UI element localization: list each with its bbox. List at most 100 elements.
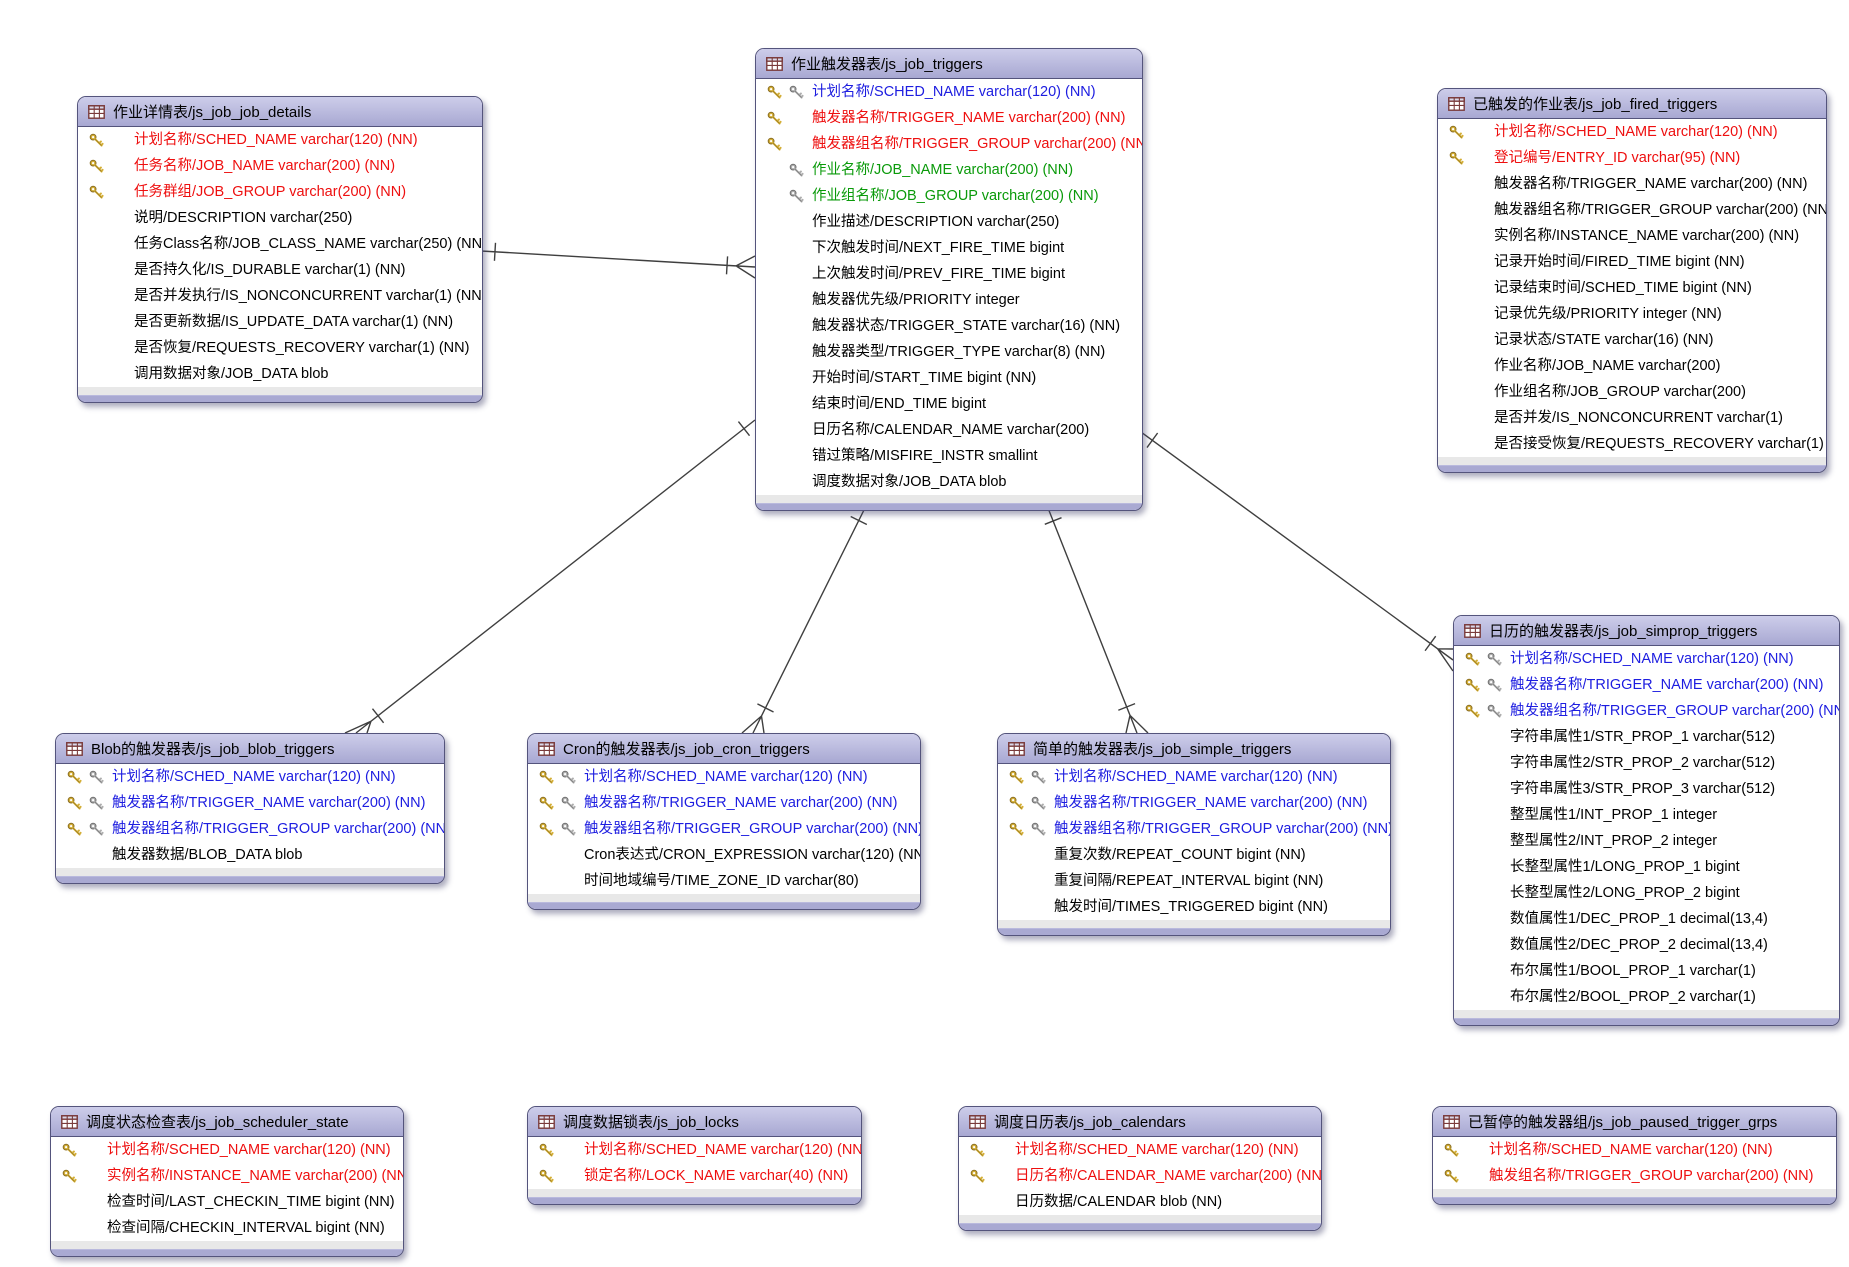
entity-table-js_job_simprop_triggers[interactable]: 日历的触发器表/js_job_simprop_triggers 计划名称/SCH… <box>1453 615 1840 1026</box>
table-field-row[interactable]: 记录结束时间/SCHED_TIME bigint (NN) <box>1438 275 1826 301</box>
table-field-row[interactable]: 作业描述/DESCRIPTION varchar(250) <box>756 209 1142 235</box>
table-field-row[interactable]: 作业名称/JOB_NAME varchar(200) (NN) <box>756 157 1142 183</box>
entity-table-js_job_simple_triggers[interactable]: 简单的触发器表/js_job_simple_triggers 计划名称/SCHE… <box>997 733 1391 936</box>
table-field-row[interactable]: 登记编号/ENTRY_ID varchar(95) (NN) <box>1438 145 1826 171</box>
table-field-row[interactable]: 布尔属性1/BOOL_PROP_1 varchar(1) <box>1454 958 1839 984</box>
entity-table-header[interactable]: 调度数据锁表/js_job_locks <box>528 1107 861 1137</box>
table-field-row[interactable]: 上次触发时间/PREV_FIRE_TIME bigint <box>756 261 1142 287</box>
entity-table-header[interactable]: 已触发的作业表/js_job_fired_triggers <box>1438 89 1826 119</box>
table-field-row[interactable]: 是否持久化/IS_DURABLE varchar(1) (NN) <box>78 257 482 283</box>
table-field-row[interactable]: 计划名称/SCHED_NAME varchar(120) (NN) <box>1454 646 1839 672</box>
table-field-row[interactable]: 触发器名称/TRIGGER_NAME varchar(200) (NN) <box>998 790 1390 816</box>
entity-table-js_job_fired_triggers[interactable]: 已触发的作业表/js_job_fired_triggers 计划名称/SCHED… <box>1437 88 1827 473</box>
table-field-row[interactable]: 触发器组名称/TRIGGER_GROUP varchar(200) (NN) <box>1454 698 1839 724</box>
table-field-row[interactable]: 调度数据对象/JOB_DATA blob <box>756 469 1142 495</box>
table-field-row[interactable]: 触发器名称/TRIGGER_NAME varchar(200) (NN) <box>756 105 1142 131</box>
table-field-row[interactable]: 计划名称/SCHED_NAME varchar(120) (NN) <box>78 127 482 153</box>
entity-table-header[interactable]: 日历的触发器表/js_job_simprop_triggers <box>1454 616 1839 646</box>
table-field-row[interactable]: 任务群组/JOB_GROUP varchar(200) (NN) <box>78 179 482 205</box>
table-field-row[interactable]: 触发器类型/TRIGGER_TYPE varchar(8) (NN) <box>756 339 1142 365</box>
table-field-row[interactable]: 是否并发/IS_NONCONCURRENT varchar(1) <box>1438 405 1826 431</box>
entity-table-header[interactable]: 已暂停的触发器组/js_job_paused_trigger_grps <box>1433 1107 1836 1137</box>
table-field-row[interactable]: 日历名称/CALENDAR_NAME varchar(200) (NN) <box>959 1163 1321 1189</box>
entity-table-js_job_triggers[interactable]: 作业触发器表/js_job_triggers 计划名称/SCHED_NAME v… <box>755 48 1143 511</box>
table-field-row[interactable]: 触发器状态/TRIGGER_STATE varchar(16) (NN) <box>756 313 1142 339</box>
table-field-row[interactable]: 调用数据对象/JOB_DATA blob <box>78 361 482 387</box>
table-field-row[interactable]: 时间地域编号/TIME_ZONE_ID varchar(80) <box>528 868 920 894</box>
table-field-row[interactable]: 说明/DESCRIPTION varchar(250) <box>78 205 482 231</box>
table-field-row[interactable]: 字符串属性3/STR_PROP_3 varchar(512) <box>1454 776 1839 802</box>
entity-table-header[interactable]: Blob的触发器表/js_job_blob_triggers <box>56 734 444 764</box>
entity-table-js_job_cron_triggers[interactable]: Cron的触发器表/js_job_cron_triggers 计划名称/SCHE… <box>527 733 921 910</box>
table-field-row[interactable]: 数值属性1/DEC_PROP_1 decimal(13,4) <box>1454 906 1839 932</box>
table-field-row[interactable]: 计划名称/SCHED_NAME varchar(120) (NN) <box>1433 1137 1836 1163</box>
table-field-row[interactable]: 记录开始时间/FIRED_TIME bigint (NN) <box>1438 249 1826 275</box>
table-field-row[interactable]: 数值属性2/DEC_PROP_2 decimal(13,4) <box>1454 932 1839 958</box>
entity-table-header[interactable]: 调度状态检查表/js_job_scheduler_state <box>51 1107 403 1137</box>
table-field-row[interactable]: 触发时间/TIMES_TRIGGERED bigint (NN) <box>998 894 1390 920</box>
table-field-row[interactable]: 检查时间/LAST_CHECKIN_TIME bigint (NN) <box>51 1189 403 1215</box>
entity-table-js_job_blob_triggers[interactable]: Blob的触发器表/js_job_blob_triggers 计划名称/SCHE… <box>55 733 445 884</box>
table-field-row[interactable]: 计划名称/SCHED_NAME varchar(120) (NN) <box>959 1137 1321 1163</box>
entity-table-header[interactable]: Cron的触发器表/js_job_cron_triggers <box>528 734 920 764</box>
table-field-row[interactable]: 锁定名称/LOCK_NAME varchar(40) (NN) <box>528 1163 861 1189</box>
table-field-row[interactable]: 作业组名称/JOB_GROUP varchar(200) (NN) <box>756 183 1142 209</box>
table-field-row[interactable]: 整型属性1/INT_PROP_1 integer <box>1454 802 1839 828</box>
table-field-row[interactable]: Cron表达式/CRON_EXPRESSION varchar(120) (NN… <box>528 842 920 868</box>
entity-table-js_job_scheduler_state[interactable]: 调度状态检查表/js_job_scheduler_state 计划名称/SCHE… <box>50 1106 404 1257</box>
table-field-row[interactable]: 结束时间/END_TIME bigint <box>756 391 1142 417</box>
entity-table-header[interactable]: 作业触发器表/js_job_triggers <box>756 49 1142 79</box>
entity-table-header[interactable]: 作业详情表/js_job_job_details <box>78 97 482 127</box>
table-field-row[interactable]: 触发器名称/TRIGGER_NAME varchar(200) (NN) <box>1438 171 1826 197</box>
table-field-row[interactable]: 作业名称/JOB_NAME varchar(200) <box>1438 353 1826 379</box>
entity-table-js_job_paused_trigger_grps[interactable]: 已暂停的触发器组/js_job_paused_trigger_grps 计划名称… <box>1432 1106 1837 1205</box>
table-field-row[interactable]: 计划名称/SCHED_NAME varchar(120) (NN) <box>998 764 1390 790</box>
table-field-row[interactable]: 是否接受恢复/REQUESTS_RECOVERY varchar(1) <box>1438 431 1826 457</box>
table-field-row[interactable]: 实例名称/INSTANCE_NAME varchar(200) (NN) <box>1438 223 1826 249</box>
table-field-row[interactable]: 错过策略/MISFIRE_INSTR smallint <box>756 443 1142 469</box>
table-field-row[interactable]: 下次触发时间/NEXT_FIRE_TIME bigint <box>756 235 1142 261</box>
table-field-row[interactable]: 布尔属性2/BOOL_PROP_2 varchar(1) <box>1454 984 1839 1010</box>
table-field-row[interactable]: 计划名称/SCHED_NAME varchar(120) (NN) <box>528 764 920 790</box>
table-field-row[interactable]: 任务名称/JOB_NAME varchar(200) (NN) <box>78 153 482 179</box>
table-field-row[interactable]: 触发器数据/BLOB_DATA blob <box>56 842 444 868</box>
table-field-row[interactable]: 触发器组名称/TRIGGER_GROUP varchar(200) (NN) <box>56 816 444 842</box>
entity-table-js_job_locks[interactable]: 调度数据锁表/js_job_locks 计划名称/SCHED_NAME varc… <box>527 1106 862 1205</box>
table-field-row[interactable]: 触发器名称/TRIGGER_NAME varchar(200) (NN) <box>528 790 920 816</box>
table-field-row[interactable]: 作业组名称/JOB_GROUP varchar(200) <box>1438 379 1826 405</box>
entity-table-header[interactable]: 简单的触发器表/js_job_simple_triggers <box>998 734 1390 764</box>
table-field-row[interactable]: 字符串属性2/STR_PROP_2 varchar(512) <box>1454 750 1839 776</box>
table-field-row[interactable]: 字符串属性1/STR_PROP_1 varchar(512) <box>1454 724 1839 750</box>
table-field-row[interactable]: 触发器名称/TRIGGER_NAME varchar(200) (NN) <box>1454 672 1839 698</box>
table-field-row[interactable]: 计划名称/SCHED_NAME varchar(120) (NN) <box>56 764 444 790</box>
table-field-row[interactable]: 是否恢复/REQUESTS_RECOVERY varchar(1) (NN) <box>78 335 482 361</box>
entity-table-header[interactable]: 调度日历表/js_job_calendars <box>959 1107 1321 1137</box>
table-field-row[interactable]: 计划名称/SCHED_NAME varchar(120) (NN) <box>756 79 1142 105</box>
table-field-row[interactable]: 触发器组名称/TRIGGER_GROUP varchar(200) (NN) <box>756 131 1142 157</box>
table-field-row[interactable]: 触发器优先级/PRIORITY integer <box>756 287 1142 313</box>
table-field-row[interactable]: 是否并发执行/IS_NONCONCURRENT varchar(1) (NN) <box>78 283 482 309</box>
table-field-row[interactable]: 任务Class名称/JOB_CLASS_NAME varchar(250) (N… <box>78 231 482 257</box>
table-field-row[interactable]: 触发器名称/TRIGGER_NAME varchar(200) (NN) <box>56 790 444 816</box>
table-field-row[interactable]: 触发器组名称/TRIGGER_GROUP varchar(200) (NN) <box>1438 197 1826 223</box>
table-field-row[interactable]: 长整型属性1/LONG_PROP_1 bigint <box>1454 854 1839 880</box>
table-field-row[interactable]: 整型属性2/INT_PROP_2 integer <box>1454 828 1839 854</box>
table-field-row[interactable]: 触发器组名称/TRIGGER_GROUP varchar(200) (NN) <box>998 816 1390 842</box>
table-field-row[interactable]: 实例名称/INSTANCE_NAME varchar(200) (NN) <box>51 1163 403 1189</box>
table-field-row[interactable]: 检查间隔/CHECKIN_INTERVAL bigint (NN) <box>51 1215 403 1241</box>
entity-table-js_job_job_details[interactable]: 作业详情表/js_job_job_details 计划名称/SCHED_NAME… <box>77 96 483 403</box>
table-field-row[interactable]: 日历名称/CALENDAR_NAME varchar(200) <box>756 417 1142 443</box>
table-field-row[interactable]: 计划名称/SCHED_NAME varchar(120) (NN) <box>528 1137 861 1163</box>
table-field-row[interactable]: 计划名称/SCHED_NAME varchar(120) (NN) <box>51 1137 403 1163</box>
table-field-row[interactable]: 记录状态/STATE varchar(16) (NN) <box>1438 327 1826 353</box>
table-field-row[interactable]: 开始时间/START_TIME bigint (NN) <box>756 365 1142 391</box>
table-field-row[interactable]: 是否更新数据/IS_UPDATE_DATA varchar(1) (NN) <box>78 309 482 335</box>
table-field-row[interactable]: 触发组名称/TRIGGER_GROUP varchar(200) (NN) <box>1433 1163 1836 1189</box>
entity-table-js_job_calendars[interactable]: 调度日历表/js_job_calendars 计划名称/SCHED_NAME v… <box>958 1106 1322 1231</box>
table-field-row[interactable]: 长整型属性2/LONG_PROP_2 bigint <box>1454 880 1839 906</box>
table-field-row[interactable]: 重复间隔/REPEAT_INTERVAL bigint (NN) <box>998 868 1390 894</box>
table-field-row[interactable]: 计划名称/SCHED_NAME varchar(120) (NN) <box>1438 119 1826 145</box>
table-field-row[interactable]: 日历数据/CALENDAR blob (NN) <box>959 1189 1321 1215</box>
table-field-row[interactable]: 重复次数/REPEAT_COUNT bigint (NN) <box>998 842 1390 868</box>
table-field-row[interactable]: 触发器组名称/TRIGGER_GROUP varchar(200) (NN) <box>528 816 920 842</box>
